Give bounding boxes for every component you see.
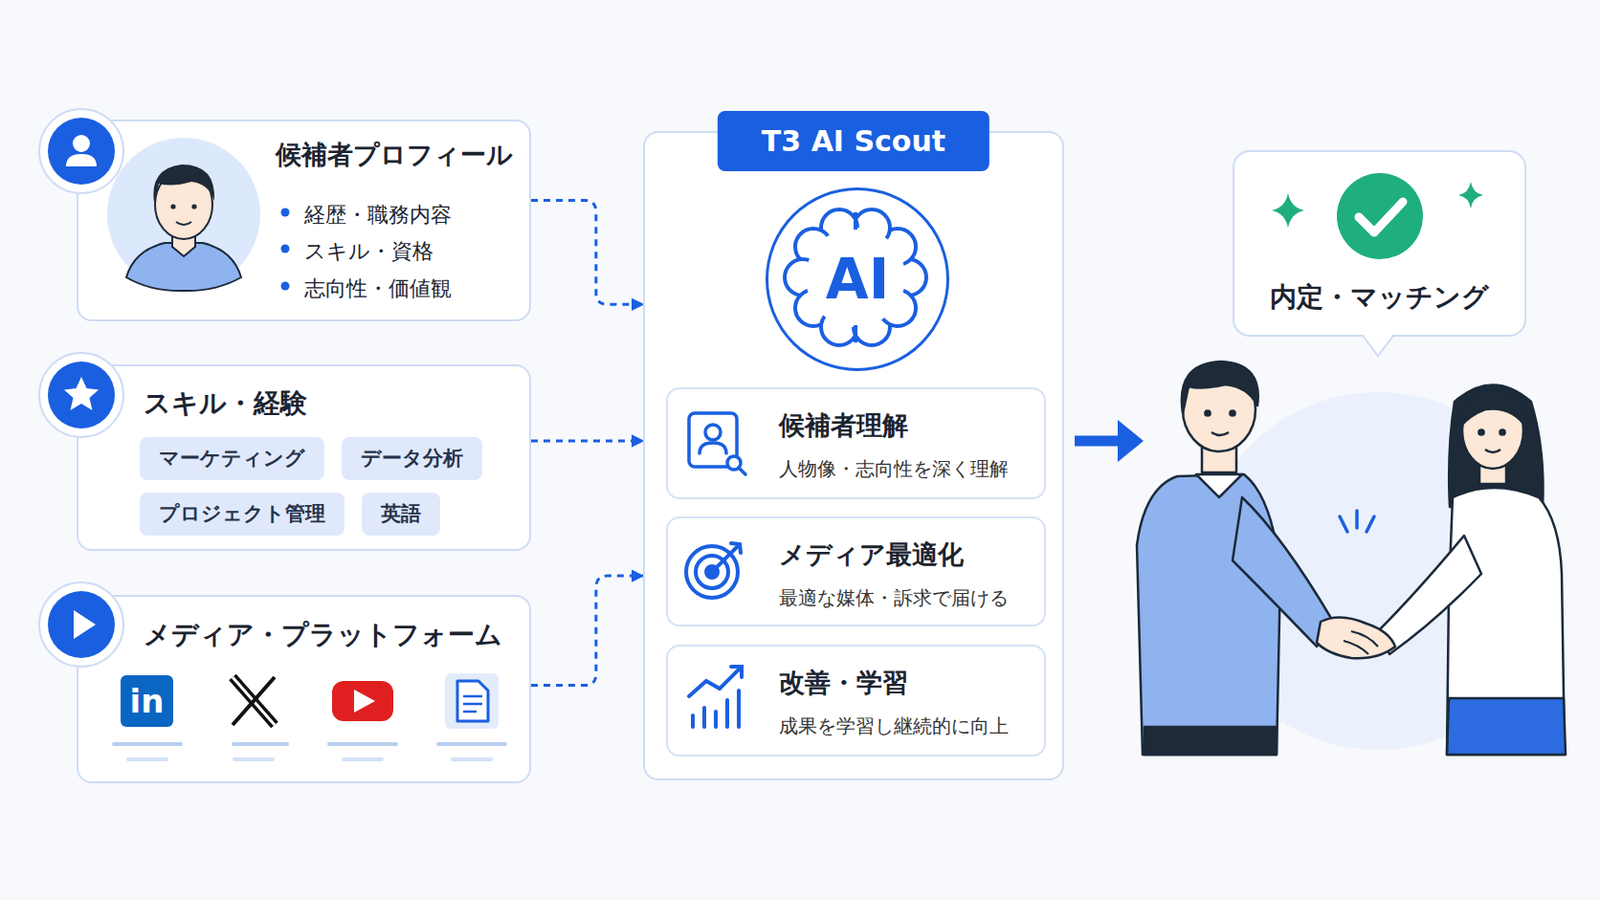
feature-card: 改善・学習成果を学習し継続的に向上 bbox=[666, 644, 1046, 757]
profile-panel: 候補者プロフィール経歴・職務内容スキル・資格志向性・価値観 bbox=[76, 119, 532, 322]
card-title: メディア最適化 bbox=[778, 537, 964, 572]
card-title: 改善・学習 bbox=[778, 666, 909, 700]
linkedin-text: in bbox=[120, 675, 174, 728]
bullet-text: スキル・資格 bbox=[304, 238, 434, 267]
bullet-text: 経歴・職務内容 bbox=[304, 201, 452, 230]
node-text: プロジェクト管理 bbox=[158, 492, 326, 536]
engine-panel: T3 AI ScoutAI候補者理解人物像・志向性を深く理解メディア最適化最適な… bbox=[643, 131, 1065, 781]
skill-chip: 英語 bbox=[361, 492, 441, 536]
feature-card: 候補者理解人物像・志向性を深く理解 bbox=[666, 387, 1046, 500]
dashed-connector bbox=[531, 200, 644, 305]
skill-chip: データ分析 bbox=[341, 437, 483, 481]
ai-text: AI bbox=[768, 190, 947, 369]
card-text: 最適な媒体・訴求で届ける bbox=[778, 585, 1009, 611]
skills-panel: スキル・経験マーケティング データ分析プロジェクト管理 英語 bbox=[76, 364, 532, 552]
dashed-connector bbox=[531, 439, 644, 443]
ai-brain-circle: AI bbox=[765, 187, 950, 372]
node-text: データ分析 bbox=[360, 437, 464, 481]
panel-title: スキル・経験 bbox=[143, 386, 308, 422]
product-tab: T3 AI Scout bbox=[717, 111, 990, 172]
panel-title: メディア・プラットフォーム bbox=[143, 618, 503, 653]
dashed-connector bbox=[531, 576, 644, 686]
card-text: 成果を学習し継続的に向上 bbox=[778, 713, 1009, 739]
bullet-text: 志向性・価値観 bbox=[304, 275, 452, 304]
skill-chip: マーケティング bbox=[139, 437, 325, 481]
node-text: 英語 bbox=[380, 492, 422, 536]
handshake-illustration bbox=[1136, 361, 1566, 756]
result-text: 内定・マッチング bbox=[1234, 280, 1525, 315]
skill-chip: プロジェクト管理 bbox=[139, 492, 345, 536]
card-title: 候補者理解 bbox=[778, 408, 909, 443]
card-text: 人物像・志向性を深く理解 bbox=[778, 456, 1009, 482]
feature-card: メディア最適化最適な媒体・訴求で届ける bbox=[666, 516, 1046, 627]
node-text: マーケティング bbox=[158, 437, 306, 481]
result-arrow bbox=[1074, 420, 1144, 463]
panel-title: 候補者プロフィール bbox=[275, 137, 513, 172]
result-bubble: 内定・マッチング bbox=[1232, 150, 1527, 337]
